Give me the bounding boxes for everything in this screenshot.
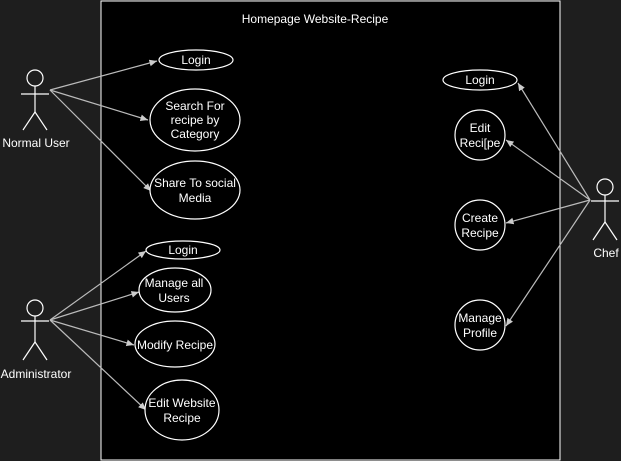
usecase-label: Login — [168, 243, 197, 257]
usecase-label-line2: Media — [179, 191, 212, 205]
usecase-user-share[interactable]: Share To social Media — [149, 160, 241, 220]
system-title: Homepage Website-Recipe — [242, 12, 389, 26]
usecase-admin-edit-website[interactable]: Edit Website Recipe — [144, 379, 220, 441]
usecase-label-line1: Share To social — [154, 176, 236, 190]
assoc-admin-login — [49, 250, 147, 321]
usecase-admin-manage-users[interactable]: Manage all Users — [138, 267, 212, 313]
usecase-label-line2: Users — [158, 291, 189, 305]
actor-chef[interactable] — [591, 178, 619, 241]
usecase-user-search[interactable]: Search For recipe by Category — [149, 88, 241, 152]
assoc-user-login — [49, 59, 158, 91]
usecase-label-line1: Manage — [458, 311, 502, 325]
assoc-admin-manage-users — [49, 291, 140, 321]
actor-chef-label: Chef — [593, 246, 619, 260]
actor-normal-user-label: Normal User — [2, 136, 69, 150]
assoc-admin-modify — [49, 319, 135, 347]
assoc-user-search — [49, 89, 149, 121]
usecase-label: Login — [181, 53, 210, 67]
assoc-chef-create — [505, 199, 591, 225]
usecase-label: Login — [465, 73, 494, 87]
usecase-label-line2: recipe by — [171, 113, 220, 127]
usecase-label-line1: Edit Website — [148, 396, 215, 410]
usecase-chef-manage-profile[interactable]: Manage Profile — [454, 299, 506, 351]
usecase-label-line2: Profile — [463, 326, 497, 340]
actor-normal-user[interactable] — [21, 69, 49, 131]
usecase-admin-login[interactable]: Login — [145, 240, 221, 260]
usecase-label-line1: Create — [462, 211, 498, 225]
usecase-chef-login[interactable]: Login — [442, 69, 518, 91]
usecase-label-line1: Edit — [470, 121, 491, 135]
usecase-label-line2: Reci[pe — [460, 136, 501, 150]
actor-administrator[interactable] — [21, 299, 49, 361]
actor-administrator-label: Administrator — [1, 367, 72, 381]
assoc-chef-manage-profile — [505, 199, 591, 327]
usecase-label-line2: Recipe — [461, 226, 499, 240]
usecase-label-line3: Category — [171, 127, 220, 141]
usecase-chef-edit-recipe[interactable]: Edit Reci[pe — [454, 109, 506, 161]
usecase-label-line1: Manage all — [145, 276, 204, 290]
usecase-chef-create-recipe[interactable]: Create Recipe — [454, 199, 506, 251]
usecase-label-line1: Search For — [165, 99, 224, 113]
assoc-chef-edit — [505, 139, 591, 201]
usecase-label-line2: Recipe — [163, 411, 201, 425]
assoc-user-share — [49, 89, 152, 192]
assoc-admin-edit-website — [49, 319, 147, 411]
usecase-admin-modify-recipe[interactable]: Modify Recipe — [134, 320, 216, 368]
usecase-label: Modify Recipe — [137, 338, 213, 352]
usecase-user-login[interactable]: Login — [158, 49, 234, 71]
assoc-chef-login — [517, 82, 591, 201]
